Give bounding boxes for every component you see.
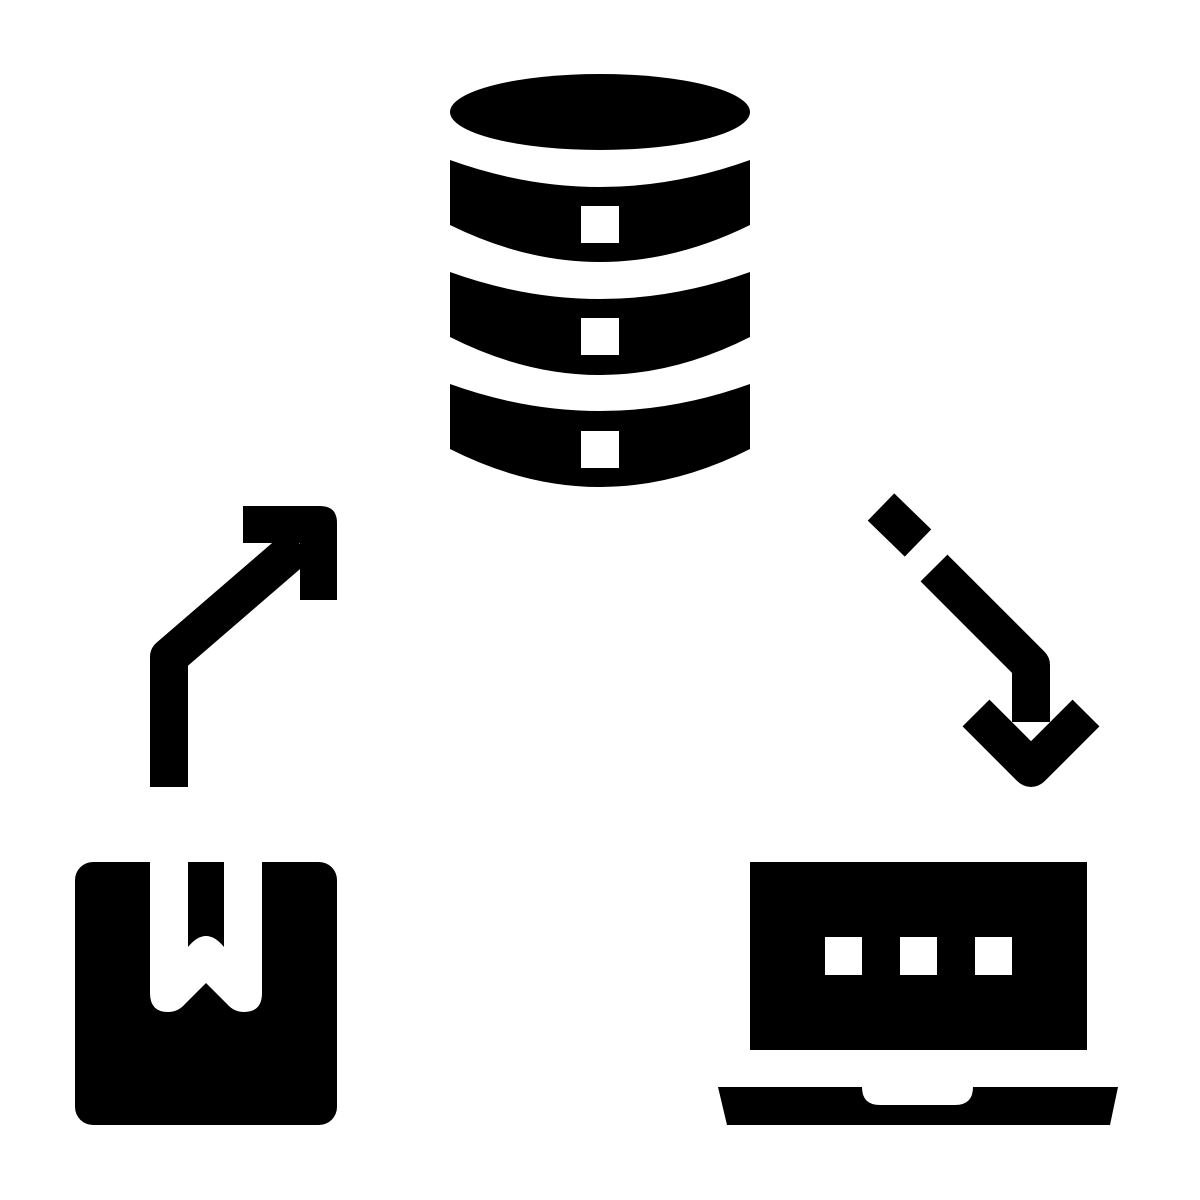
package-box-icon — [75, 862, 337, 1125]
arrow-down-right-icon — [867, 493, 1100, 787]
arrow-up-right-icon — [150, 506, 337, 787]
laptop-icon — [718, 862, 1118, 1125]
database-icon — [450, 74, 750, 487]
